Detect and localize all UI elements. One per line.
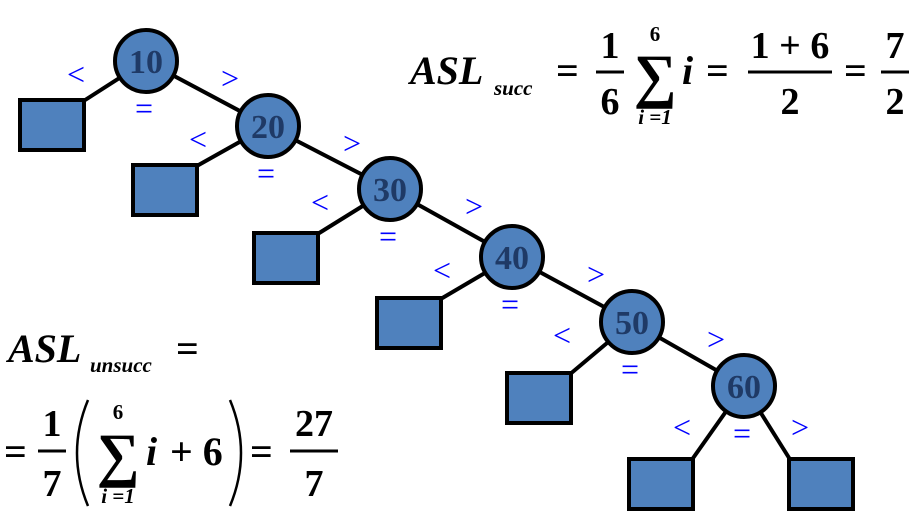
tree-node-label-10: 10 [129, 44, 163, 81]
external-leaf-7 [787, 457, 855, 511]
cmp-greater-40: > [587, 256, 605, 292]
external-leaf-6 [627, 457, 695, 511]
asl-unsucc-sum-upper: 6 [113, 400, 124, 424]
cmp-greater-20: > [343, 125, 361, 161]
cmp-greater-50: > [707, 321, 725, 357]
cmp-greater-30: > [465, 188, 483, 224]
cmp-equal-10: = [135, 90, 153, 126]
asl-succ-frac1-num: 1 [601, 25, 620, 67]
asl-succ-summand: i [682, 48, 693, 93]
cmp-equal-30: = [379, 218, 397, 254]
asl-succ-eq3: = [844, 48, 867, 93]
asl-unsucc-plus-term: + 6 [170, 429, 223, 474]
asl-unsucc-eq0: = [176, 326, 199, 371]
asl-succ-lhs: ASL [407, 48, 483, 93]
cmp-equal-40: = [501, 286, 519, 322]
external-leaf-3 [252, 231, 320, 285]
tree-node-label-30: 30 [373, 172, 407, 209]
tree-node-label-40: 40 [495, 240, 529, 277]
tree-nodes: 10 20 30 40 50 60 [113, 28, 777, 419]
asl-unsucc-right-paren [228, 399, 243, 507]
cmp-equal-20: = [257, 155, 275, 191]
asl-succ-frac3-num: 7 [886, 25, 905, 67]
asl-unsucc-lhs: ASL [5, 326, 81, 371]
external-leaf-1 [18, 98, 86, 152]
asl-unsucc-left-paren [75, 399, 90, 507]
asl-succ-subscript: succ [493, 76, 533, 100]
tree-node-label-50: 50 [615, 305, 649, 342]
asl-succ-eq2: = [706, 48, 729, 93]
cmp-greater-10: > [221, 60, 239, 96]
tree-node-20 [235, 93, 301, 159]
cmp-greater-60: > [791, 409, 809, 445]
tree-node-label-20: 20 [251, 109, 285, 146]
tree-leaves [18, 98, 855, 511]
tree-node-10 [113, 28, 179, 94]
asl-succ-frac2-num: 1 + 6 [751, 25, 830, 67]
external-leaf-4 [375, 296, 443, 350]
asl-succ-eq1: = [556, 48, 579, 93]
asl-unsucc-eq1: = [4, 429, 27, 474]
asl-succ-sum-symbol: ∑ [634, 43, 677, 109]
external-leaf-5 [505, 371, 573, 425]
cmp-less-40: < [433, 252, 451, 288]
cmp-equal-50: = [621, 351, 639, 387]
tree-node-50 [599, 289, 665, 355]
cmp-equal-60: = [733, 415, 751, 451]
asl-unsucc-sum-symbol: ∑ [97, 422, 140, 488]
cmp-less-50: < [553, 317, 571, 353]
asl-unsucc-frac1-den: 7 [43, 463, 62, 505]
tree-node-30 [357, 156, 423, 222]
cmp-less-10: < [67, 56, 85, 92]
asl-unsucc-frac1-num: 1 [43, 403, 62, 445]
asl-succ-sum-upper: 6 [650, 22, 661, 46]
asl-succ-frac3-den: 2 [886, 81, 905, 123]
tree-node-label-60: 60 [727, 369, 761, 406]
asl-unsucc-eq2: = [250, 429, 273, 474]
asl-unsucc-frac2-den: 7 [305, 463, 324, 505]
comparison-labels: < > = < > = < > = < > = < > = < > = [67, 56, 809, 451]
formula-asl-succ: ASL succ = 1 6 6 ∑ i =1 i = 1 + 6 2 = 7 … [407, 22, 909, 129]
cmp-less-20: < [189, 121, 207, 157]
asl-succ-frac2-den: 2 [781, 81, 800, 123]
cmp-less-30: < [311, 184, 329, 220]
tree-node-40 [479, 224, 545, 290]
asl-unsucc-subscript: unsucc [90, 353, 153, 377]
tree-node-60 [711, 353, 777, 419]
asl-unsucc-summand: i [146, 429, 157, 474]
asl-succ-frac1-den: 6 [601, 81, 620, 123]
external-leaf-2 [131, 163, 199, 217]
formula-asl-unsucc: ASL unsucc = = 1 7 6 ∑ i =1 i + 6 = 27 7 [4, 326, 338, 508]
asl-succ-sum-lower: i =1 [638, 105, 672, 129]
asl-unsucc-frac2-num: 27 [295, 403, 333, 445]
cmp-less-60: < [673, 409, 691, 445]
asl-unsucc-sum-lower: i =1 [101, 484, 135, 508]
